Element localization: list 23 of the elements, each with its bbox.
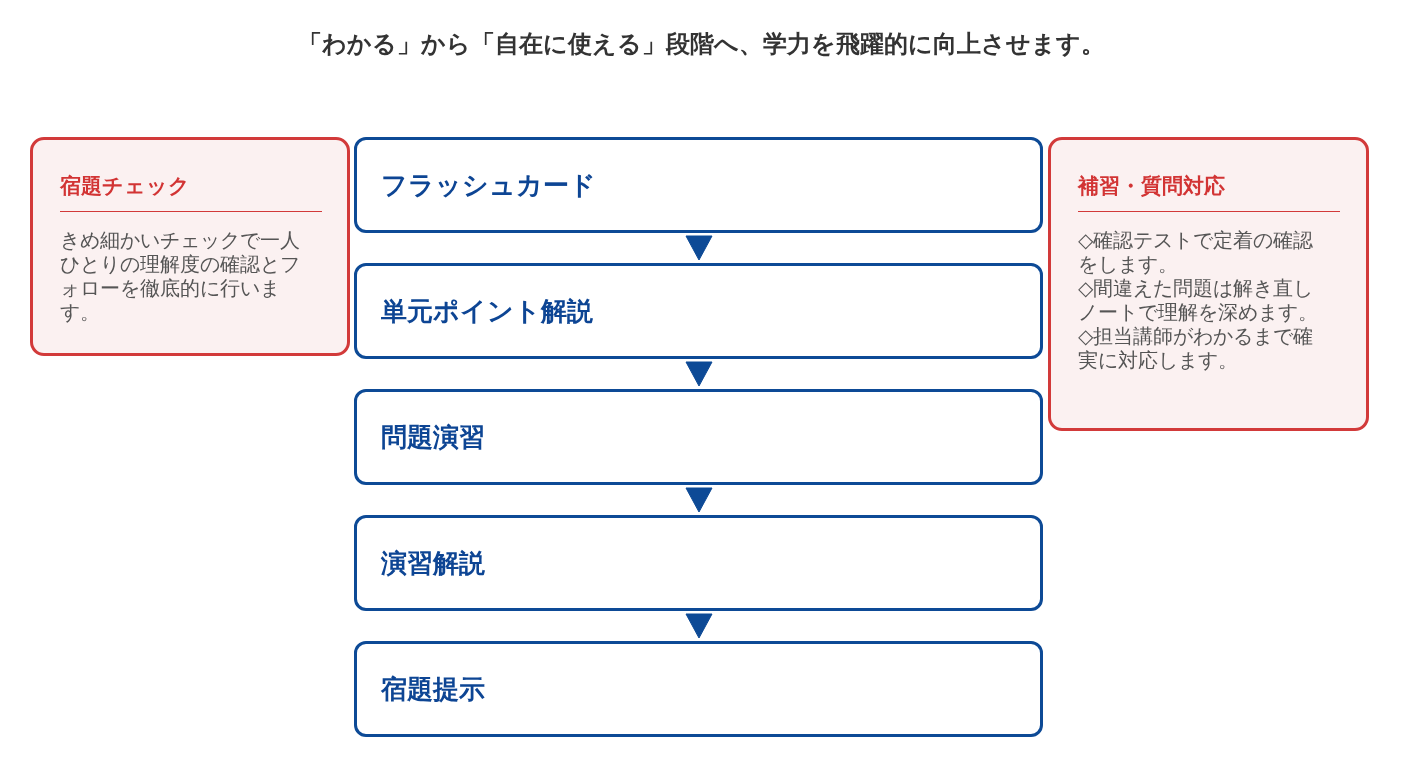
step-label: 宿題提示 xyxy=(381,673,485,706)
note-card xyxy=(1048,137,1369,431)
card-text: ◇間違えた問題は解き直しノートで理解を深めます。 xyxy=(1078,276,1319,324)
step-label: 問題演習 xyxy=(381,421,485,454)
arrow xyxy=(685,235,713,261)
step-box xyxy=(354,515,1043,611)
note-card xyxy=(30,137,350,356)
card-text: ◇担当講師がわかるまで確実に対応します。 xyxy=(1078,324,1315,372)
card-heading: 宿題チェック xyxy=(60,173,190,200)
step-box xyxy=(354,641,1043,737)
step-label: フラッシュカード xyxy=(381,169,596,202)
arrow xyxy=(685,613,713,639)
card-text: きめ細かいチェックで一人ひとりの理解度の確認とフォローを徹底的に行います。 xyxy=(60,228,301,324)
step-box xyxy=(354,389,1043,485)
arrow xyxy=(685,361,713,387)
title: 「わかる」から「自在に使える」段階へ、学力を飛躍的に向上させます。 xyxy=(297,29,1106,60)
card-text: ◇確認テストで定着の確認をします。 xyxy=(1078,228,1315,276)
step-label: 演習解説 xyxy=(381,547,485,580)
card-heading: 補習・質問対応 xyxy=(1078,173,1225,200)
step-box xyxy=(354,137,1043,233)
step-label: 単元ポイント解説 xyxy=(381,295,593,328)
arrow xyxy=(685,487,713,513)
step-box xyxy=(354,263,1043,359)
